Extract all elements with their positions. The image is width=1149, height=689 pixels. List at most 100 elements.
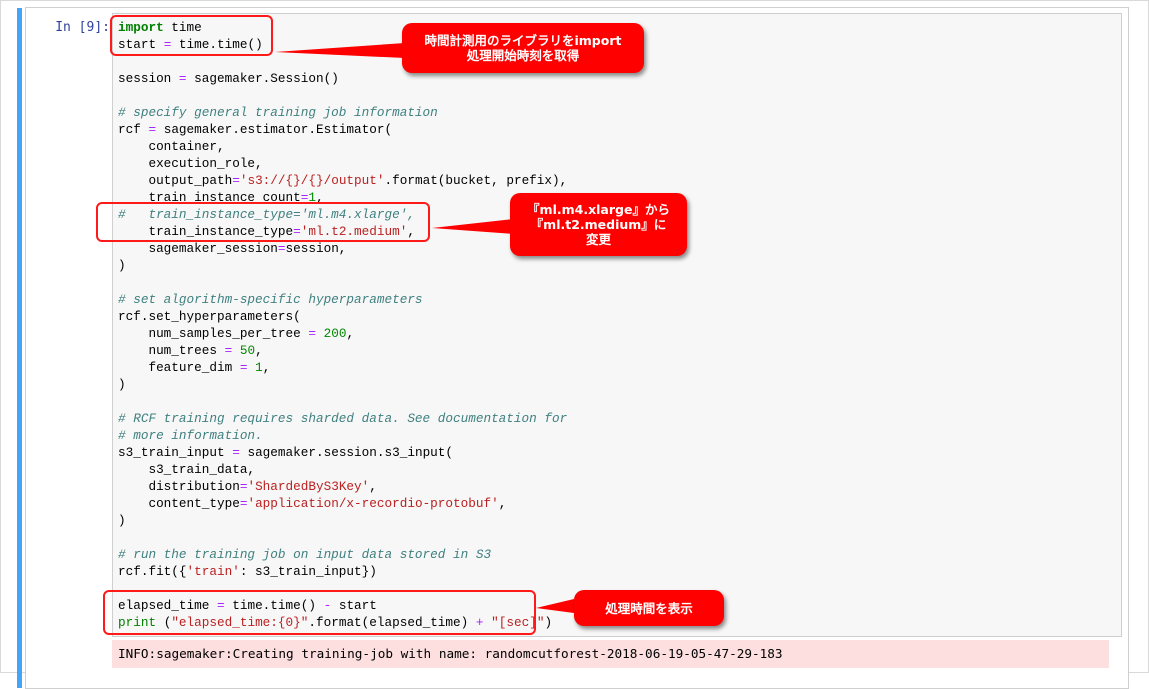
code-token: rcf.fit({ [118,564,187,579]
callout-instance-line3: 変更 [585,232,611,247]
code-line: session = sagemaker.Session() [118,70,567,87]
code-token: + [475,615,484,630]
code-token [232,343,240,358]
code-token: , [369,479,377,494]
code-line: s3_train_input = sagemaker.session.s3_in… [118,444,567,461]
code-token: = [216,598,225,613]
code-token: print [118,615,157,630]
highlight-elapsed-lines [103,590,536,635]
code-token: = [293,224,301,239]
callout-import-line1: 時間計測用のライブラリをimport [424,33,622,48]
code-token: 'ml.t2.medium' [300,224,408,239]
code-line: print ("elapsed_time:{0}".format(elapsed… [118,614,567,631]
code-token: session [118,71,179,86]
code-token: time.time() [171,37,263,52]
code-token: train_instance_type [118,224,294,239]
code-line: ) [118,512,567,529]
code-token: = [239,479,248,494]
code-token: # more information. [118,428,263,443]
code-line: content_type='application/x-recordio-pro… [118,495,567,512]
code-token: , [262,360,271,375]
code-token: = [232,445,240,460]
code-token: num_samples_per_tree [118,326,309,341]
code-token: sagemaker.session.s3_input( [239,445,454,460]
code-token: : s3_train_input}) [239,564,377,579]
code-line: rcf.set_hyperparameters( [118,308,567,325]
code-line: # train_instance_type='ml.m4.xlarge', [118,206,567,223]
code-token: # set algorithm-specific hyperparameters [118,292,423,307]
code-token: output_path [118,173,233,188]
code-token: container, [118,139,225,154]
code-token: content_type [118,496,240,511]
code-token: = [239,496,248,511]
code-token: = [300,190,309,205]
code-token: ) [544,615,553,630]
callout-pointer-import [275,43,405,58]
code-token: , [346,326,355,341]
code-token: "elapsed_time:{0}" [171,615,309,630]
code-line: execution_role, [118,155,567,172]
code-line: train_instance_count=1, [118,189,567,206]
code-line: s3_train_data, [118,461,567,478]
code-token: s3_train_data, [118,462,256,477]
code-token: , [315,190,324,205]
code-line [118,529,567,546]
code-token: = [232,173,240,188]
code-token: , [255,343,263,358]
code-token: ) [118,513,126,528]
code-line [118,393,567,410]
code-token: # run the training job on input data sto… [118,547,492,562]
code-line [118,87,567,104]
code-token: elapsed_time [118,598,217,613]
cell-output-stderr [112,640,1109,668]
code-line: # RCF training requires sharded data. Se… [118,410,567,427]
code-line: rcf.fit({'train': s3_train_input}) [118,563,567,580]
callout-import-line2: 処理開始時刻を取得 [466,48,580,63]
code-token [247,360,255,375]
code-token: 1 [255,360,263,375]
code-line: train_instance_type='ml.t2.medium', [118,223,567,240]
code-token: = [239,360,248,375]
code-token: 'application/x-recordio-protobuf' [247,496,499,511]
code-token: 50 [239,343,256,358]
code-line: # specify general training job informati… [118,104,567,121]
code-line: start = time.time() [118,36,567,53]
callout-instance-type: 『ml.m4.xlarge』から 『ml.t2.medium』に 変更 [510,193,687,256]
code-line: import time [118,19,567,36]
code-token: = [163,37,172,52]
code-token: sagemaker_session [118,241,278,256]
callout-elapsed-line1: 処理時間を表示 [605,600,693,616]
code-token: distribution [118,479,240,494]
callout-pointer-instance [432,219,514,234]
code-token: session, [285,241,347,256]
callout-instance-line1: 『ml.m4.xlarge』から [527,202,670,217]
code-token: time [163,20,202,35]
code-token: "[sec]" [491,615,545,630]
code-token: time.time() [224,598,324,613]
code-token: 200 [323,326,347,341]
code-line [118,274,567,291]
code-token: feature_dim [118,360,240,375]
code-token: 1 [308,190,316,205]
code-token: , [498,496,507,511]
code-token: 'ShardedByS3Key' [247,479,370,494]
code-token: = [308,326,316,341]
code-line: feature_dim = 1, [118,359,567,376]
code-token: rcf.set_hyperparameters( [118,309,301,324]
callout-instance-line2: 『ml.t2.medium』に [530,217,667,232]
code-token: s3_train_input [118,445,233,460]
cell-output-text: INFO:sagemaker:Creating training-job wit… [118,646,783,661]
code-token: = [148,122,157,137]
code-token: train_instance_count [118,190,301,205]
code-line: container, [118,138,567,155]
code-cell-input[interactable] [112,13,1122,637]
highlight-import-lines [110,15,273,56]
cell-prompt: In [9]: [55,20,110,35]
code-token: .format(elapsed_time) [308,615,476,630]
code-line: num_trees = 50, [118,342,567,359]
code-token: # train_instance_type='ml.m4.xlarge', [118,207,415,222]
code-token: sagemaker.Session() [186,71,339,86]
code-line: # run the training job on input data sto… [118,546,567,563]
code-token: import [118,20,164,35]
